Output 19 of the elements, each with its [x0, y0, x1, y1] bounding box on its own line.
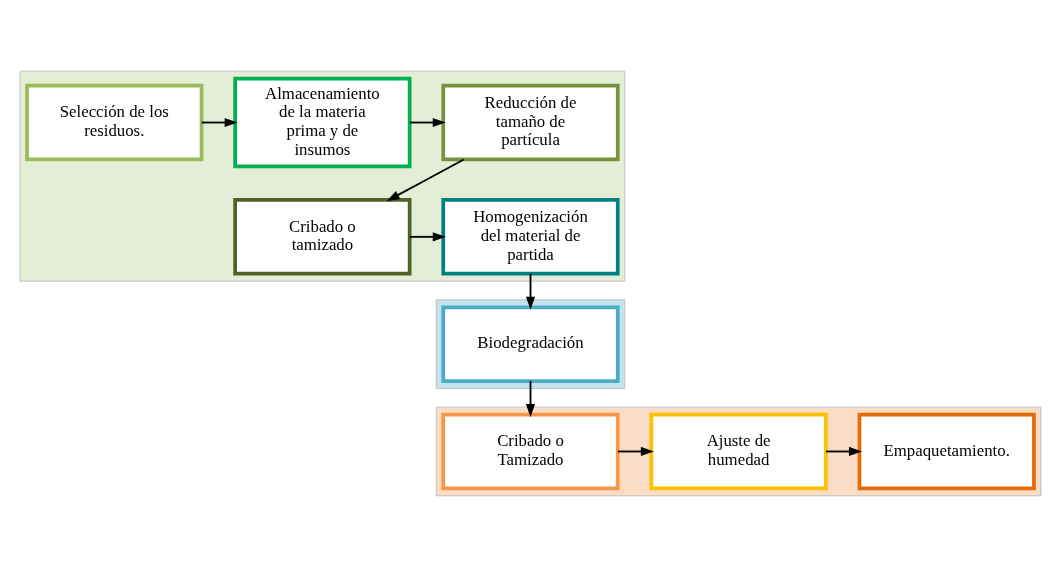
node-box: Selección de los residuos.: [25, 83, 204, 162]
arrow: [386, 158, 465, 202]
node-box: Cribado o tamizado: [233, 198, 412, 276]
arrow: [616, 446, 654, 457]
node-box: Almacenamiento de la materia prima y de insumos: [233, 76, 412, 169]
node-box: Ajuste de humedad: [649, 412, 828, 491]
cluster: [435, 299, 626, 389]
arrow: [525, 380, 536, 418]
cluster: [19, 70, 626, 282]
node-box: Cribado o Tamizado: [441, 412, 620, 491]
arrow: [200, 117, 238, 128]
node-box: Empaquetamiento.: [857, 412, 1036, 491]
arrow: [825, 446, 863, 457]
arrow: [525, 272, 536, 310]
arrow: [408, 117, 446, 128]
node-box: Reducción de tamaño de partícula: [441, 83, 620, 162]
node-box: Homogenización del material de partida: [441, 198, 620, 276]
arrow: [408, 232, 446, 242]
node-box: Biodegradación: [441, 305, 620, 383]
